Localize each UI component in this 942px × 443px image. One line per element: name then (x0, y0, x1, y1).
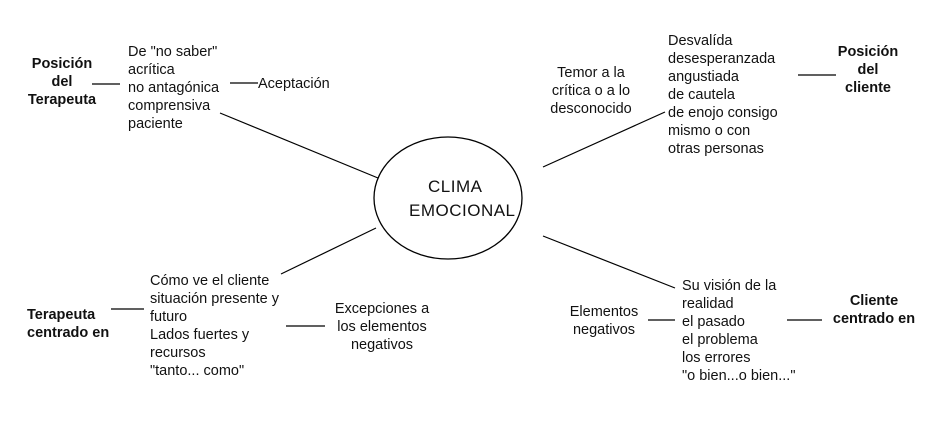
client-view-item-2: realidad (682, 296, 734, 312)
client-position-line-1: Posición (837, 44, 899, 60)
therapist-focus-line-1: Terapeuta (27, 307, 96, 323)
therapist-position-line-3: Terapeuta (27, 92, 97, 108)
connector-bl-center (280, 227, 377, 275)
therapist-focus-item-5: recursos (150, 345, 206, 361)
client-fear-line-3: desconocido (550, 101, 632, 117)
client-view-list: Su visión de la realidad el pasado el pr… (682, 277, 795, 385)
therapist-focus-item-1: Cómo ve el cliente (150, 273, 270, 289)
therapist-position-label: Posición del Terapeuta (26, 55, 98, 109)
client-view-item-5: los errores (682, 350, 751, 366)
client-view-item-3: el pasado (682, 314, 745, 330)
client-focus-line-2: centrado en (832, 311, 916, 327)
negative-elements-line-2: negativos (572, 322, 636, 338)
client-view-item-1: Su visión de la (682, 278, 777, 294)
exceptions-line-3: negativos (350, 337, 414, 353)
connector-tr-center (542, 111, 666, 168)
client-state-1: Desvalída (668, 33, 733, 49)
client-state-2: desesperanzada (668, 51, 776, 67)
client-position-line-2: del (857, 62, 879, 78)
connector-tl-center (219, 112, 379, 179)
client-fear-line-2: crítica o a lo (551, 83, 631, 99)
client-fear-label: Temor a la crítica o a lo desconocido (536, 64, 646, 118)
client-state-6: mismo o con (668, 123, 751, 139)
therapist-focus-item-4: Lados fuertes y (150, 327, 250, 343)
therapist-focus-line-2: centrado en (27, 325, 110, 341)
negative-elements-label: Elementos negativos (560, 303, 648, 339)
therapist-position-line-2: del (51, 74, 73, 90)
center-title-line-2: EMOCIONAL (409, 201, 516, 220)
acceptance-label: Aceptación (258, 76, 330, 92)
client-view-item-4: el problema (682, 332, 758, 348)
therapist-attitude-1: De "no saber" (128, 44, 218, 60)
therapist-attitude-2: acrítica (128, 62, 175, 78)
client-position-line-3: cliente (845, 80, 891, 96)
client-states-list: Desvalída desesperanzada angustiada de c… (668, 32, 778, 158)
client-state-4: de cautela (668, 87, 735, 103)
client-position-label: Posición del cliente (830, 43, 906, 97)
exceptions-label: Excepciones a los elementos negativos (326, 300, 438, 354)
therapist-attitude-3: no antagónica (128, 80, 220, 96)
therapist-attitude-5: paciente (128, 116, 183, 132)
center-title: CLIMA EMOCIONAL (409, 175, 516, 223)
client-focus-label: Cliente centrado en (826, 292, 922, 328)
therapist-focus-item-6: "tanto... como" (150, 363, 245, 379)
therapist-attitudes-list: De "no saber" acrítica no antagónica com… (128, 43, 219, 133)
connector-br-center (542, 235, 676, 289)
exceptions-line-2: los elementos (337, 319, 427, 335)
therapist-focus-item-2: situación presente y (150, 291, 279, 307)
exceptions-line-1: Excepciones a (334, 301, 430, 317)
center-title-line-1: CLIMA (428, 177, 483, 196)
center-ellipse (373, 136, 523, 260)
client-state-3: angustiada (668, 69, 739, 85)
client-focus-line-1: Cliente (849, 293, 899, 309)
client-state-5: de enojo consigo (668, 105, 778, 121)
therapist-attitude-4: comprensiva (128, 98, 211, 114)
client-state-7: otras personas (668, 141, 764, 157)
negative-elements-line-1: Elementos (569, 304, 639, 320)
client-view-item-6: "o bien...o bien..." (682, 368, 796, 384)
therapist-position-line-1: Posición (31, 56, 93, 72)
client-fear-line-1: Temor a la (557, 65, 625, 81)
therapist-focus-item-3: futuro (150, 309, 188, 325)
therapist-focus-list: Cómo ve el cliente situación presente y … (150, 272, 279, 380)
therapist-focus-label: Terapeuta centrado en (27, 306, 109, 342)
